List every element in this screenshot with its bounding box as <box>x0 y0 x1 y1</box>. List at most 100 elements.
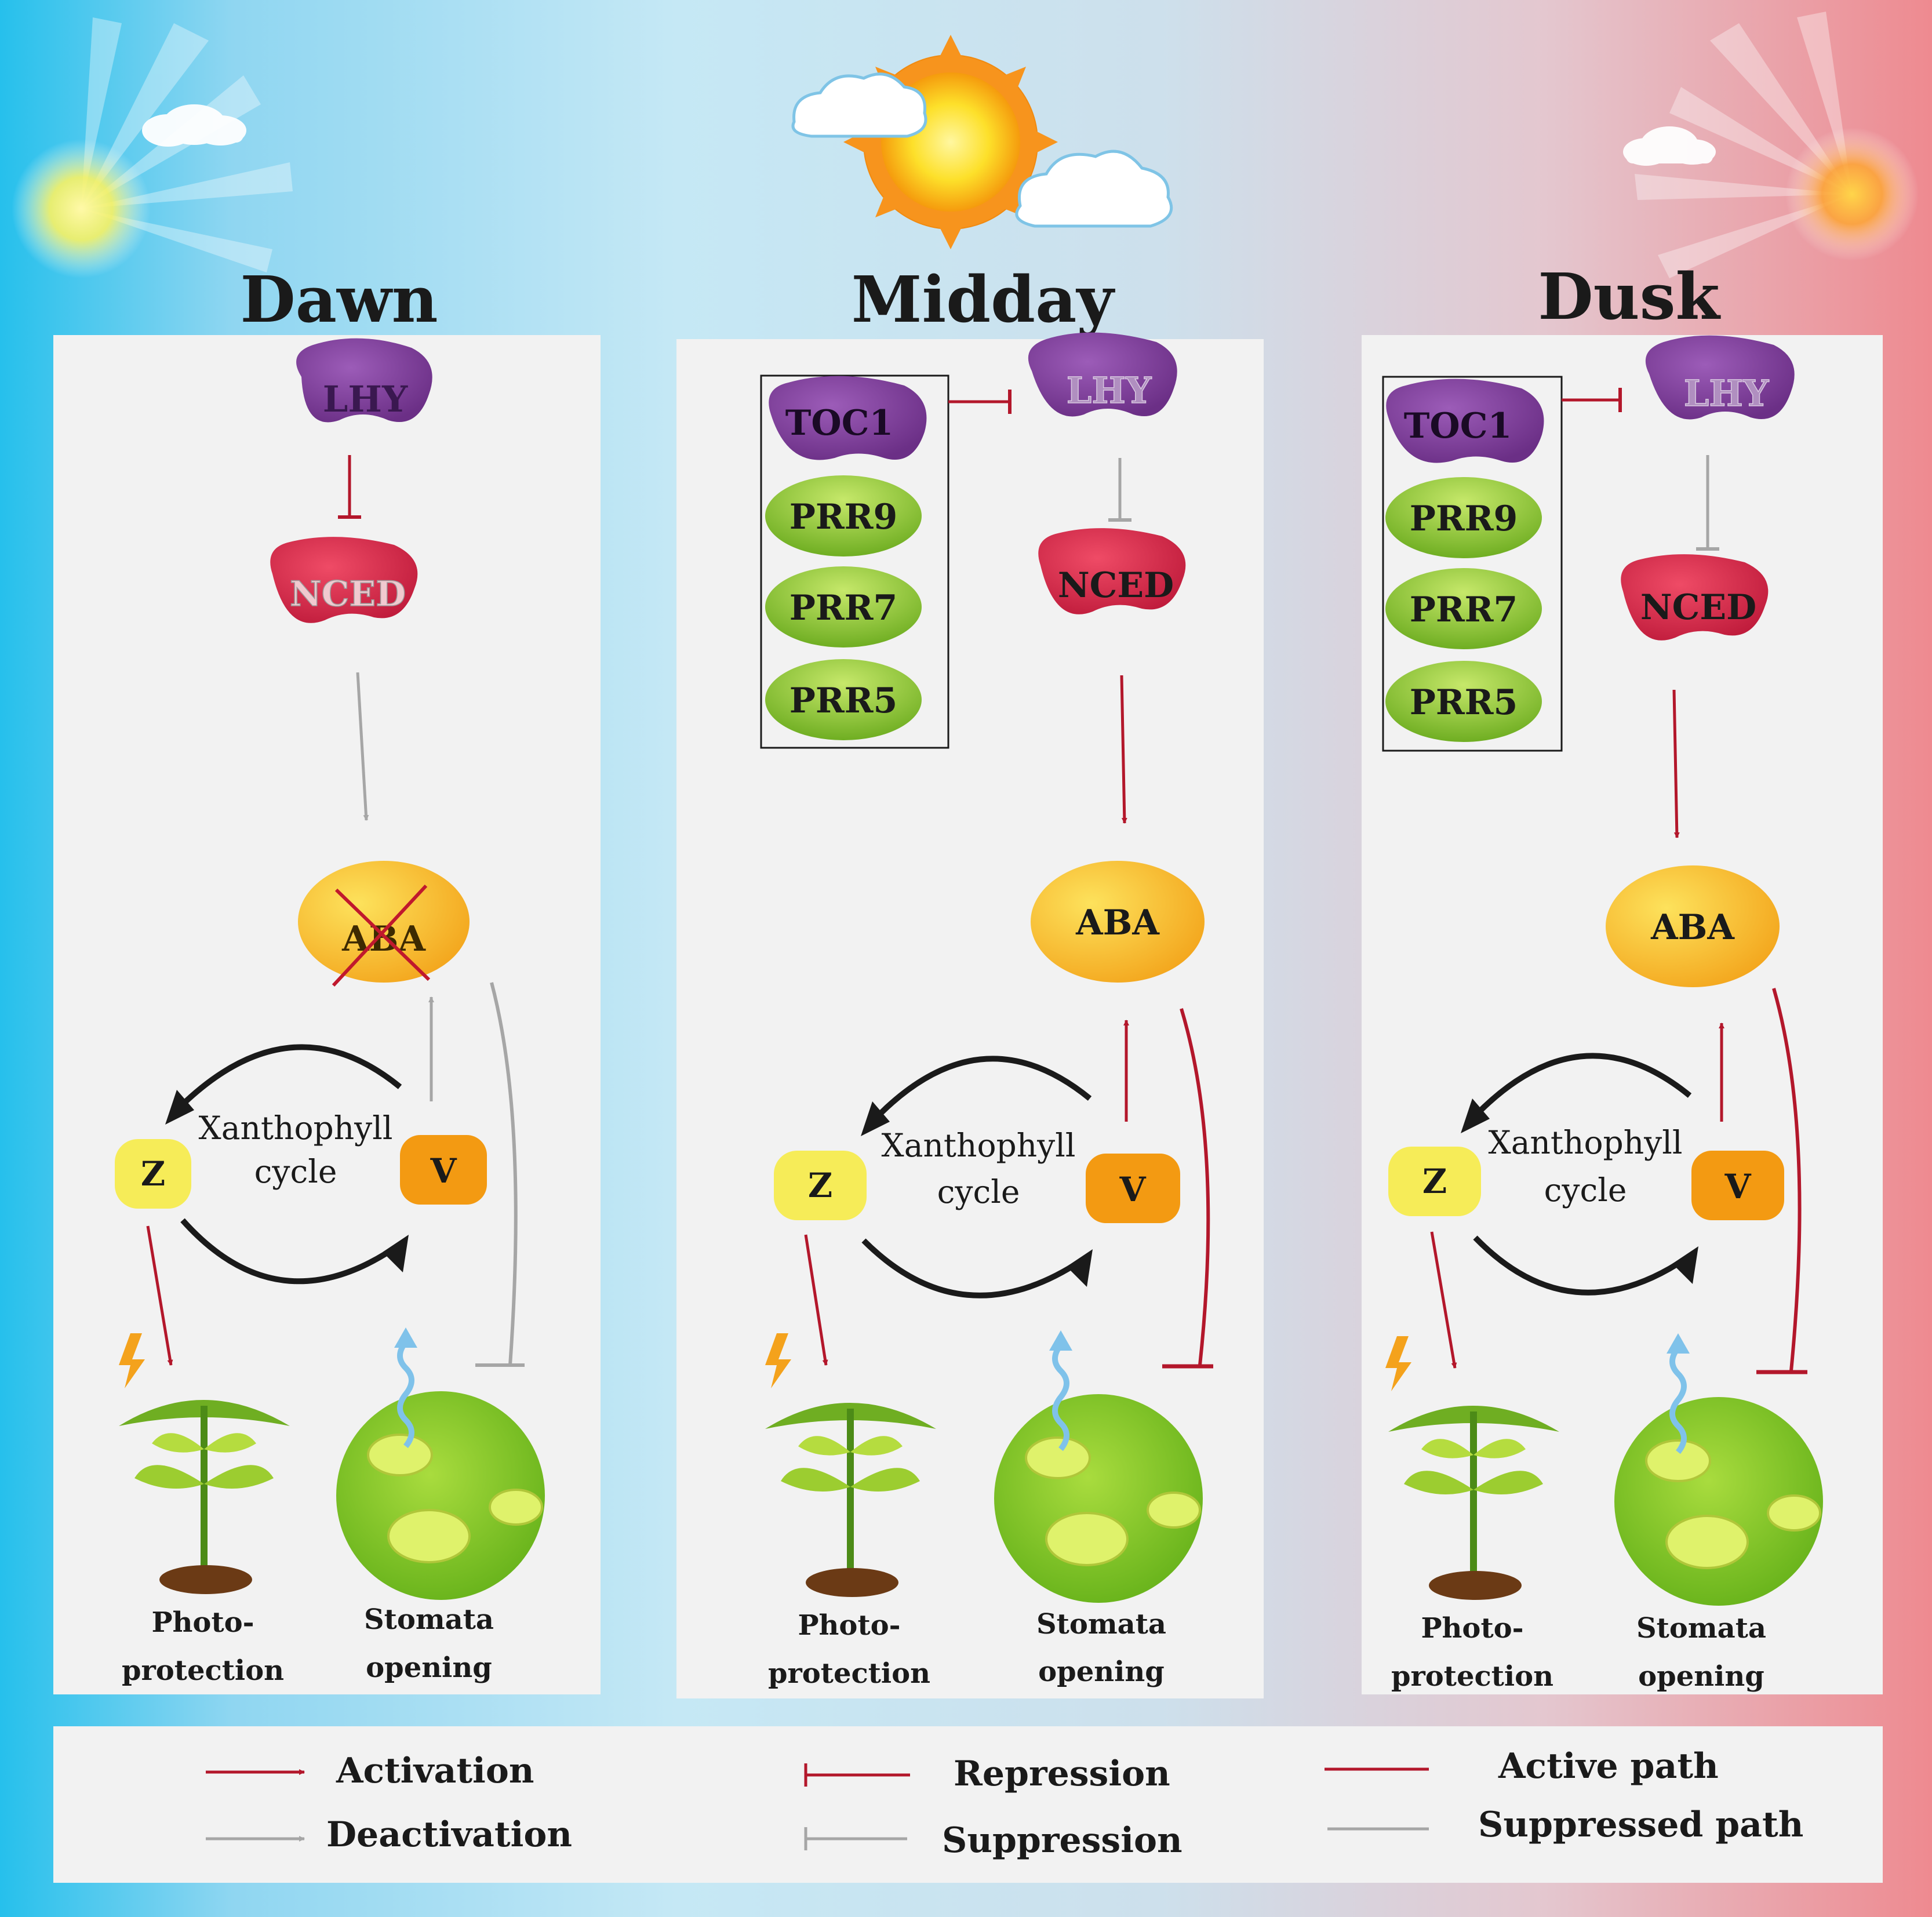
cloud-icon <box>1623 126 1716 166</box>
cycle-arrow <box>180 1218 399 1285</box>
violaxanthin-box <box>400 1135 487 1205</box>
prr5-label: PRR5 <box>789 681 898 721</box>
cycle-arrow-head <box>165 1090 194 1125</box>
nced-label: NCED <box>1058 565 1174 606</box>
prr7-protein <box>765 566 922 648</box>
cycle-arrow-head <box>1461 1098 1490 1133</box>
aba-hormone <box>1031 861 1205 983</box>
cycle-label: cycle <box>937 1173 1020 1210</box>
prr9-label: PRR9 <box>1410 499 1518 539</box>
stomata-leaf-icon <box>336 1327 545 1600</box>
prr-group-box <box>1382 376 1563 752</box>
cycle-label: Xanthophyll <box>882 1127 1076 1164</box>
prr5-protein <box>1385 661 1542 742</box>
stomata-label: Stomata <box>364 1603 494 1636</box>
legend-repression: Repression <box>954 1754 1170 1794</box>
activation-arrow <box>1430 1231 1457 1369</box>
legend-active-path: Active path <box>1498 1746 1719 1787</box>
photoprotection-label: Photo- <box>151 1606 254 1639</box>
cloud-icon <box>142 104 246 147</box>
midday-pathway: TOC1 PRR9 PRR7 PRR5 LHY NCED ABA Xanthop… <box>760 332 1213 1690</box>
stomata-label: Stomata <box>1036 1608 1166 1640</box>
z-label: Z <box>808 1166 832 1205</box>
plant-umbrella-icon <box>1385 1336 1559 1600</box>
toc1-label: TOC1 <box>1404 406 1512 446</box>
aba-label: ABA <box>1075 903 1160 943</box>
z-label: Z <box>141 1154 165 1194</box>
prr9-label: PRR9 <box>789 497 898 537</box>
zeaxanthin-box <box>1388 1147 1481 1216</box>
nced-protein <box>1038 528 1186 614</box>
photoprotection-label: protection <box>768 1657 930 1690</box>
prr5-label: PRR5 <box>1410 682 1518 723</box>
lhy-protein <box>296 338 432 423</box>
cycle-arrow-head <box>1672 1246 1698 1284</box>
cycle-arrow <box>870 1056 1092 1124</box>
photoprotection-label: protection <box>1391 1660 1553 1693</box>
deactivation-arrow <box>356 672 369 821</box>
activation-arrow <box>1120 675 1127 824</box>
prr9-protein <box>765 475 922 556</box>
toc1-protein <box>1386 379 1544 463</box>
aba-hormone <box>298 861 470 983</box>
dawn-pathway: LHY NCED ABA Xanthophyll cycle Z V <box>115 338 545 1687</box>
suppressed-path <box>490 982 518 1366</box>
active-path <box>1180 1008 1210 1366</box>
stomata-label: opening <box>1638 1660 1764 1693</box>
v-label: V <box>1724 1167 1751 1206</box>
photoprotection-label: Photo- <box>1421 1612 1523 1645</box>
activation-arrow <box>1672 689 1680 838</box>
prr7-label: PRR7 <box>789 588 898 628</box>
aba-label: ABA <box>1650 907 1735 948</box>
stomata-label: Stomata <box>1636 1612 1766 1645</box>
dusk-pathway: TOC1 PRR9 PRR7 PRR5 LHY NCED ABA Xanthop… <box>1382 335 1823 1693</box>
prr7-protein <box>1385 568 1542 649</box>
v-label: V <box>430 1151 457 1191</box>
toc1-protein <box>769 376 927 460</box>
cycle-label: Xanthophyll <box>1489 1124 1683 1161</box>
aba-label: ABA <box>341 919 426 959</box>
photoprotection-label: Photo- <box>798 1609 900 1642</box>
z-label: Z <box>1422 1162 1447 1201</box>
legend-suppression: Suppression <box>942 1820 1183 1861</box>
cycle-arrow <box>1473 1235 1689 1296</box>
cycle-label: cycle <box>254 1153 337 1190</box>
lhy-protein <box>1028 332 1177 417</box>
cycle-arrow <box>1470 1053 1692 1121</box>
active-path <box>1772 988 1802 1372</box>
prr5-protein <box>765 659 922 740</box>
cycle-arrow-head <box>861 1101 890 1136</box>
stomata-label: opening <box>1038 1656 1165 1688</box>
violaxanthin-box <box>1691 1151 1784 1220</box>
legend-suppressed-path: Suppressed path <box>1478 1805 1803 1845</box>
legend-activation: Activation <box>336 1751 534 1791</box>
activation-arrow <box>146 1225 173 1366</box>
panel-title: Dusk <box>1538 259 1721 334</box>
nced-label: NCED <box>290 574 406 614</box>
lhy-label: LHY <box>1067 369 1152 412</box>
plant-umbrella-icon <box>119 1333 290 1594</box>
nced-protein <box>270 537 418 623</box>
cycle-label: cycle <box>1544 1172 1627 1209</box>
lhy-label: LHY <box>323 378 408 420</box>
dusk-sun-icon <box>1635 12 1919 278</box>
stomata-leaf-icon <box>994 1330 1203 1603</box>
activation-arrow <box>804 1234 828 1366</box>
panel-title: Dawn <box>240 262 438 337</box>
nced-label: NCED <box>1640 587 1756 628</box>
cycle-label: Xanthophyll <box>199 1110 393 1147</box>
stomata-leaf-icon <box>1614 1333 1823 1606</box>
cycle-arrow <box>174 1044 402 1112</box>
nced-protein <box>1621 554 1769 641</box>
legend: Activation Deactivation Repression Suppr… <box>53 1726 1883 1883</box>
cycle-arrow-head <box>1067 1249 1093 1287</box>
v-label: V <box>1119 1170 1146 1209</box>
lhy-label: LHY <box>1684 372 1769 414</box>
plant-umbrella-icon <box>765 1333 936 1597</box>
prr7-label: PRR7 <box>1410 590 1518 630</box>
zeaxanthin-box <box>115 1139 191 1209</box>
cloud-icon <box>791 72 1173 228</box>
cross-icon <box>332 884 431 987</box>
cycle-arrow <box>861 1238 1083 1298</box>
